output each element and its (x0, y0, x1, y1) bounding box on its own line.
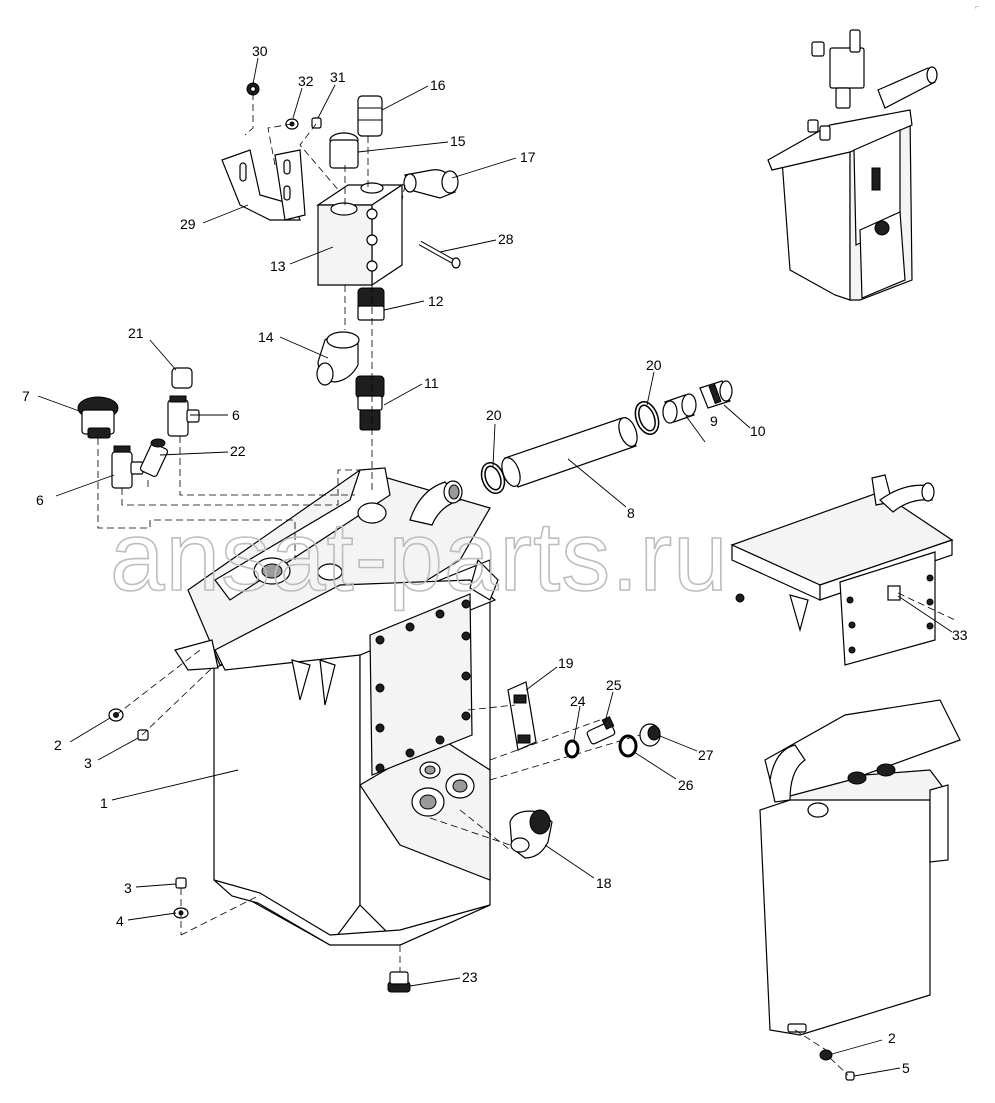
plug-27 (639, 723, 661, 747)
callout-20-right: 20 (646, 357, 662, 373)
elbow-18 (509, 809, 553, 859)
callout-31: 31 (330, 69, 346, 85)
fitting-7 (77, 396, 119, 439)
callout-6-upper: 6 (232, 407, 240, 423)
tee-6-lower (111, 445, 144, 489)
callout-1: 1 (100, 795, 108, 811)
callout-6-lower: 6 (36, 492, 44, 508)
callout-9: 9 (710, 413, 718, 429)
tee-22 (139, 438, 169, 478)
callout-25: 25 (606, 677, 622, 693)
callout-10: 10 (750, 423, 766, 439)
small-parts-30-32 (246, 82, 322, 130)
bolt-28 (418, 240, 461, 269)
callout-11: 11 (424, 375, 439, 391)
callout-4: 4 (116, 913, 124, 929)
drain-plug-23 (387, 971, 411, 993)
bracket-29 (221, 149, 306, 221)
fitting-10 (699, 380, 733, 409)
callout-24: 24 (570, 693, 586, 709)
tee-6-upper (167, 395, 200, 437)
callout-2-right: 2 (888, 1030, 896, 1046)
elbow-14 (316, 331, 360, 386)
fitting-11 (355, 375, 385, 431)
sensor-25 (586, 716, 616, 745)
callout-7: 7 (22, 388, 30, 404)
callout-19: 19 (558, 655, 574, 671)
callout-30: 30 (252, 43, 268, 59)
cover-bolts (375, 599, 471, 773)
callout-20-left: 20 (486, 407, 502, 423)
sight-glass-19 (507, 681, 537, 751)
tank-return-pipe (253, 480, 463, 585)
washer-24 (564, 739, 580, 759)
valve-block-13 (316, 182, 404, 287)
fitting-12 (357, 287, 385, 321)
callout-29: 29 (180, 216, 196, 232)
callout-32: 32 (298, 73, 314, 89)
corner-mark: ⌐ (975, 4, 979, 11)
callout-21: 21 (128, 325, 144, 341)
callout-22: 22 (230, 443, 246, 459)
rear-tank-inset (759, 699, 961, 1036)
callout-5: 5 (902, 1060, 910, 1076)
callout-3-upper: 3 (84, 755, 92, 771)
callout-27: 27 (698, 747, 714, 763)
callout-14: 14 (258, 329, 274, 345)
callout-labels: 30 32 31 16 15 17 29 13 28 12 14 21 11 7… (22, 43, 968, 1076)
fitting-16 (357, 95, 383, 137)
leader-lines (37, 57, 953, 1077)
watermark-text: ansat-parts.ru (110, 501, 729, 611)
elbow-17 (403, 169, 459, 199)
sleeve-9 (662, 393, 697, 424)
callout-26: 26 (678, 777, 694, 793)
top-plate-inset (730, 474, 954, 666)
clamp-20-b (634, 401, 660, 435)
callout-18: 18 (596, 875, 612, 891)
fitting-15 (329, 132, 359, 169)
cap-21 (171, 367, 193, 389)
washer-26 (618, 734, 638, 758)
callout-12: 12 (428, 293, 444, 309)
callout-17: 17 (520, 149, 536, 165)
callout-2-left: 2 (54, 737, 62, 753)
callout-13: 13 (270, 258, 286, 274)
callout-23: 23 (462, 969, 478, 985)
assembly-lines (97, 93, 956, 1076)
tank-ports (411, 761, 475, 817)
callout-28: 28 (498, 231, 514, 247)
assembled-tank-inset (767, 29, 938, 301)
callout-33: 33 (952, 627, 968, 643)
hydraulic-tank-main (174, 467, 499, 946)
hose-8 (501, 417, 638, 488)
callout-16: 16 (430, 77, 446, 93)
callout-8: 8 (627, 505, 635, 521)
callout-15: 15 (450, 133, 466, 149)
clamp-20-a (480, 461, 506, 495)
callout-3-lower: 3 (124, 880, 132, 896)
